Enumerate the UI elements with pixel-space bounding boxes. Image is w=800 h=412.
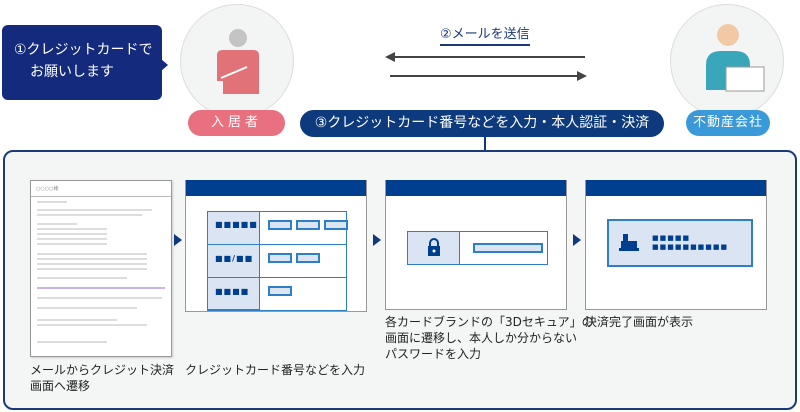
step1-line2: お願いします (30, 64, 114, 80)
step2-label: ②メールを送信 (440, 23, 530, 46)
flow-arrow-3 (573, 234, 581, 246)
agency-avatar (670, 4, 784, 118)
expiry-month-field[interactable] (268, 253, 292, 263)
tenant-avatar (180, 4, 294, 118)
screen-header (586, 180, 766, 196)
flow-arrow-2 (373, 234, 381, 246)
caption-line: メールからクレジット決済 (30, 363, 175, 377)
row-label-card-number: ■■■■■ (215, 220, 258, 229)
payment-complete-screen: ■■■■■ ■■■■■■■■■■ (585, 180, 767, 310)
row-label-code: ■■■■ (215, 287, 250, 296)
password-field[interactable] (473, 243, 543, 253)
3d-secure-screen (385, 180, 567, 310)
caption-line: 決済完了画面が表示 (585, 315, 694, 329)
tenant-person-icon (217, 29, 259, 94)
card-input-screen: ■■■■■ ■■/■■ ■■■■ (185, 180, 367, 312)
security-code-field[interactable] (268, 286, 292, 296)
screen-header (186, 180, 366, 196)
card-number-field-3[interactable] (324, 220, 348, 230)
row-label-expiry: ■■/■■ (215, 254, 254, 263)
tenant-badge: 入居者 (188, 110, 285, 136)
completion-dots-2: ■■■■■■■■■■ (652, 243, 729, 251)
screen-header (386, 180, 566, 196)
caption-line: パスワードを入力 (385, 347, 482, 361)
step1-line1: ①クレジットカードで (14, 42, 153, 58)
agency-person-icon (706, 24, 765, 92)
bidirectional-arrows (385, 52, 587, 81)
card-number-field-1[interactable] (268, 220, 292, 230)
caption-card-input: クレジットカード番号などを入力 (185, 362, 365, 378)
flow-arrow-1 (174, 234, 182, 246)
step3-label: ③クレジットカード番号などを入力・本人認証・決済 (300, 110, 664, 137)
caption-complete: 決済完了画面が表示 (585, 314, 693, 330)
email-title: ○○○○様 (31, 181, 171, 197)
caption-line: 画面に遷移し、本人しか分からない (385, 331, 578, 345)
caption-3d-secure: 各カードブランドの「3Dセキュア」の 画面に遷移し、本人しか分からない パスワー… (385, 314, 594, 362)
caption-line: クレジットカード番号などを入力 (185, 363, 366, 377)
completion-dots-1: ■■■■■ (652, 234, 691, 242)
completion-message-box (607, 219, 753, 267)
caption-email: メールからクレジット決済 画面へ遷移 (30, 362, 174, 394)
connector-line (484, 137, 486, 151)
lock-icon (428, 238, 440, 256)
caption-line: 画面へ遷移 (30, 379, 91, 393)
step1-speech-bubble: ①クレジットカードで お願いします (2, 25, 168, 100)
caption-line: 各カードブランドの「3Dセキュア」の (385, 315, 594, 329)
email-preview: ○○○○様 (30, 180, 172, 357)
agency-badge: 不動産会社 (686, 110, 770, 136)
cash-register-icon (619, 234, 639, 251)
expiry-year-field[interactable] (296, 253, 320, 263)
card-number-field-2[interactable] (296, 220, 320, 230)
